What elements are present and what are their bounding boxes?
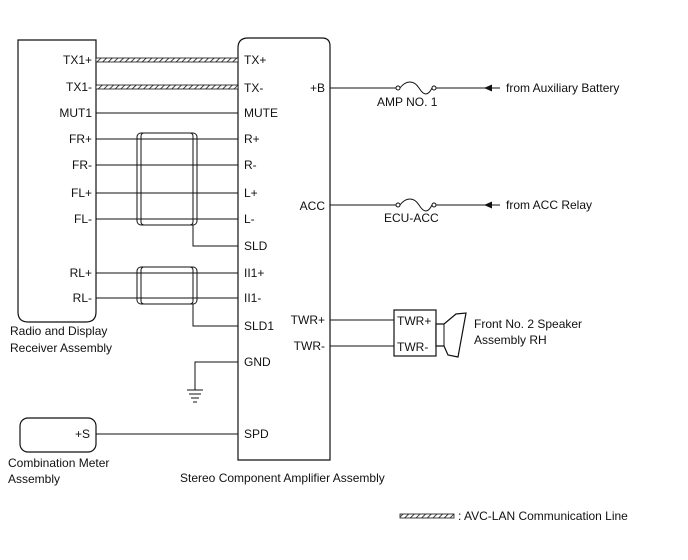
shield-rear-drain [192,304,238,327]
radio-pin-tx1-plus: TX1+ [63,53,92,67]
amp-pin-twr-plus: TWR+ [291,313,325,327]
amp-pin-mute: MUTE [244,106,278,120]
tweeter-speaker-assembly: TWR+ TWR- Front No. 2 Speaker Assembly R… [330,309,582,358]
amplifier-box [237,37,331,461]
speaker-icon [435,312,467,358]
amp-pin-sld1: SLD1 [244,319,274,333]
arrow-icon [484,201,492,209]
amp-pin-acc: ACC [300,199,326,213]
radio-pin-fl-plus: FL+ [71,186,92,200]
speaker-pin-twr-plus: TWR+ [397,314,431,328]
amp-pin-tx-minus: TX- [244,81,263,95]
shield-front-drain [192,225,238,247]
avc-lan-line-tx-plus [95,57,239,63]
radio-receiver-box [17,39,97,323]
speaker-pin-twr-minus: TWR- [397,340,428,354]
combination-meter-box [19,417,97,453]
amp-pin-tx-plus: TX+ [244,53,266,67]
legend-avc-lan-label: : AVC-LAN Communication Line [458,509,628,523]
shield-rear-inner [140,266,194,305]
fuse-amp-no1-label: AMP NO. 1 [377,95,438,109]
radio-receiver-label-line1: Radio and Display [10,324,107,338]
radio-pin-tx1-minus: TX1- [66,80,92,94]
amp-pin-r-plus: R+ [244,132,260,146]
fuse-amp-no1-circuit: AMP NO. 1 from Auxiliary Battery [330,81,619,109]
radio-pin-fr-plus: FR+ [69,132,92,146]
amp-pin-ii1-minus: II1- [244,291,261,305]
fuse-ecu-acc-source: from ACC Relay [506,198,592,212]
shield-front [136,132,198,226]
fuse-ecu-acc-symbol [399,198,433,212]
shield-front-inner [140,132,194,226]
arrow-icon [484,84,492,92]
radio-receiver-assembly: TX1+ TX1- MUT1 FR+ FR- FL+ FL- RL+ RL- R… [10,39,112,355]
amp-pin-l-plus: L+ [244,186,258,200]
amp-pin-twr-minus: TWR- [294,339,325,353]
speaker-label-line1: Front No. 2 Speaker [474,317,582,331]
amp-pin-gnd: GND [244,355,271,369]
combination-meter-label-line1: Combination Meter [8,456,109,470]
amp-pin-spd: SPD [244,427,269,441]
radio-receiver-label-line2: Receiver Assembly [10,341,112,355]
radio-pin-mut1: MUT1 [59,106,92,120]
fuse-ecu-acc-label: ECU-ACC [384,211,439,225]
radio-pin-fr-minus: FR- [72,158,92,172]
radio-pin-fl-minus: FL- [74,212,92,226]
radio-pin-rl-minus: RL- [73,291,92,305]
fuse-amp-no1-source: from Auxiliary Battery [506,81,619,95]
legend-avc-lan-swatch [399,513,455,519]
avc-lan-line-tx-minus [95,84,239,90]
speaker-label-line2: Assembly RH [474,333,547,347]
legend: : AVC-LAN Communication Line [399,509,628,523]
radio-pin-rl-plus: RL+ [70,266,92,280]
radio-amplifier-wiring [95,57,239,327]
fuse-amp-no1-symbol [399,81,433,95]
combination-meter-label-line2: Assembly [8,472,60,486]
amp-pin-r-minus: R- [244,158,257,172]
meter-pin-plus-s: +S [75,427,90,441]
combination-meter-assembly: +S Combination Meter Assembly [8,417,238,486]
ground-symbol [187,361,238,403]
amp-pin-ii1-plus: II1+ [244,266,264,280]
amp-pin-sld: SLD [244,239,268,253]
amp-pin-plus-b: +B [310,81,325,95]
amp-pin-l-minus: L- [244,212,255,226]
tweeter-connector-box [393,309,437,357]
fuse-ecu-acc-circuit: ECU-ACC from ACC Relay [330,198,592,225]
amplifier-label: Stereo Component Amplifier Assembly [180,471,385,485]
amplifier-assembly: TX+ TX- MUTE R+ R- L+ L- SLD II1+ II1- S… [180,37,385,485]
